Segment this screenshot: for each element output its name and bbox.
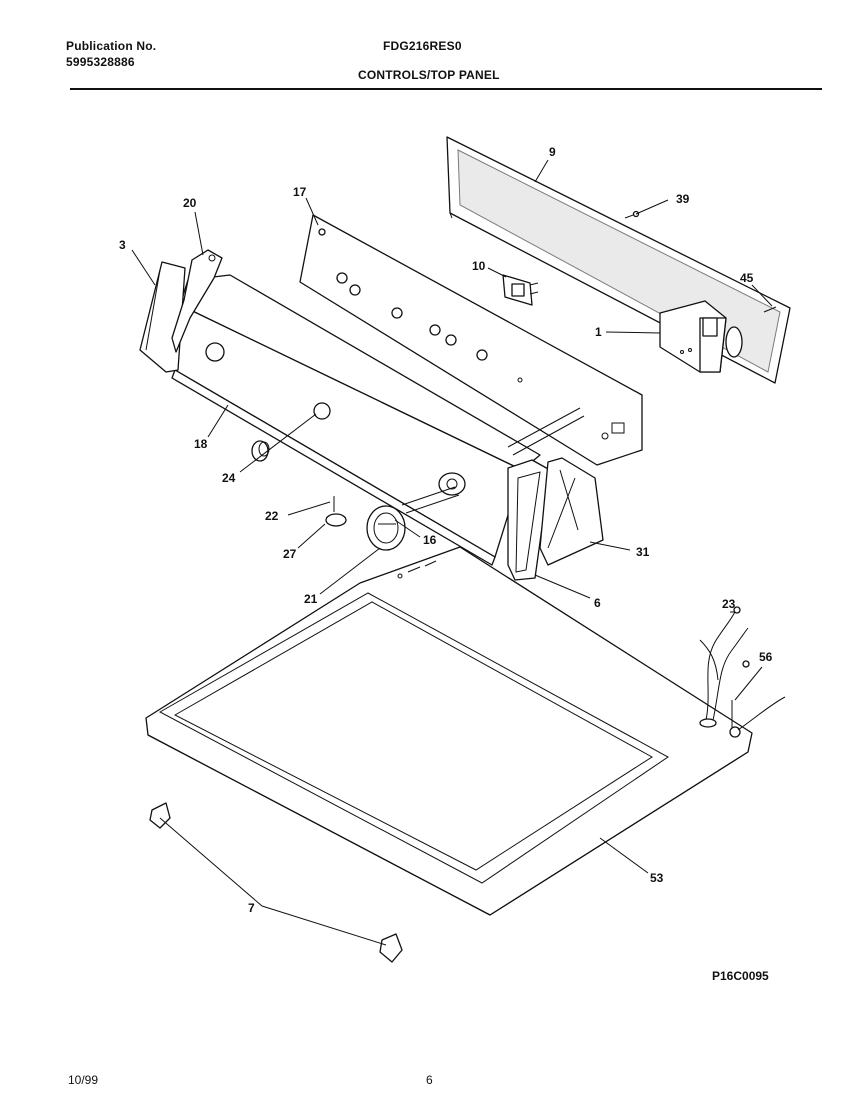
callout-24: 24	[222, 471, 236, 485]
selector-switch	[502, 274, 539, 306]
light-cap	[325, 513, 347, 527]
wire-harness	[699, 606, 750, 728]
callout-23: 23	[722, 597, 736, 611]
leader-lines	[131, 159, 773, 946]
callout-18: 18	[194, 437, 208, 451]
footer-date: 10/99	[68, 1073, 99, 1087]
model-number: FDG216RES0	[383, 39, 462, 53]
callout-53: 53	[650, 871, 664, 885]
callout-9: 9	[549, 145, 556, 159]
leg-7-lower	[379, 933, 403, 963]
knob-shaft	[401, 486, 456, 506]
right-end-cover	[539, 457, 604, 566]
callout-39: 39	[676, 192, 690, 206]
callout-21: 21	[304, 592, 318, 606]
callout-17: 17	[293, 185, 307, 199]
page-number: 6	[426, 1073, 433, 1087]
callout-10: 10	[472, 259, 486, 273]
callout-56: 56	[759, 650, 773, 664]
left-bracket	[171, 249, 223, 353]
callout-22: 22	[265, 509, 279, 523]
control-panel-bracket	[299, 214, 643, 466]
publication-number: 5995328886	[66, 55, 135, 69]
timer	[659, 300, 743, 373]
top-panel	[145, 546, 753, 916]
publication-label: Publication No.	[66, 39, 157, 53]
callout-20: 20	[183, 196, 197, 210]
header-rule	[70, 88, 822, 90]
control-knob	[366, 505, 406, 551]
callout-27: 27	[283, 547, 297, 561]
callout-6: 6	[594, 596, 601, 610]
screw-39	[624, 210, 640, 219]
callout-31: 31	[636, 545, 650, 559]
callout-labels: 9 39 17 20 3 10 45 1 18 24 22 27 16 21 3…	[119, 145, 773, 983]
right-end-cap	[507, 459, 551, 581]
callout-1: 1	[595, 325, 602, 339]
rear-shaft	[507, 407, 581, 448]
callout-16: 16	[423, 533, 437, 547]
section-title: CONTROLS/TOP PANEL	[358, 68, 500, 82]
figure-code: P16C0095	[712, 969, 769, 983]
ground-screw	[729, 696, 786, 738]
knob-insert	[251, 440, 270, 462]
callout-7: 7	[248, 901, 255, 915]
callout-3: 3	[119, 238, 126, 252]
callout-45: 45	[740, 271, 754, 285]
screw-45	[763, 306, 777, 313]
